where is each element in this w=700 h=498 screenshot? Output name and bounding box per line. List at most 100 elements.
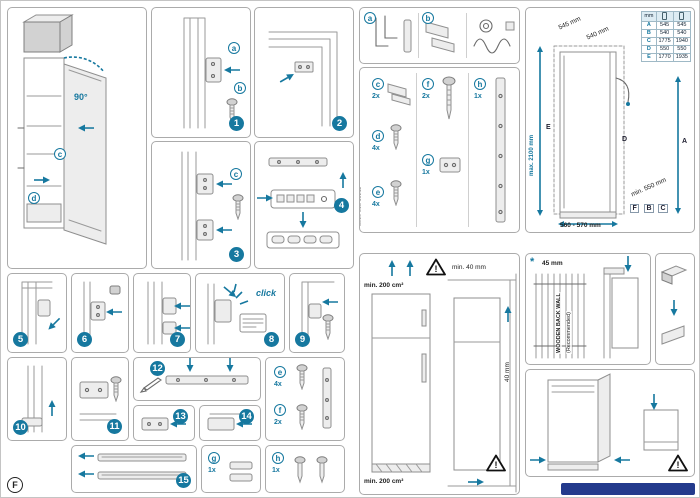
- part-badge: h: [272, 452, 284, 464]
- size-cell: 1775: [655, 36, 674, 47]
- rail-icon: [322, 367, 332, 429]
- panel-step-12: 12: [133, 357, 261, 401]
- click-label: click: [255, 288, 276, 298]
- part-badge: c: [54, 148, 66, 160]
- arrow-icon: [226, 358, 234, 372]
- bracket-fit-illustration: [141, 417, 169, 431]
- plate-icon: [439, 157, 461, 173]
- fridge-open-door-illustration: 90°: [17, 14, 107, 245]
- dim-letter-B: B: [644, 204, 655, 213]
- step-badge: 9: [295, 332, 310, 347]
- warning-icon: !: [426, 258, 446, 276]
- arrow-icon: [624, 256, 632, 272]
- part-badge: h: [474, 78, 486, 90]
- dim-letter-E: E: [546, 124, 551, 131]
- size-cell: 545: [655, 20, 674, 30]
- panel-overview: 90° c d: [7, 7, 147, 269]
- document-code: 5019 615 10211: [359, 186, 363, 226]
- panel-step-2: 2: [254, 7, 354, 138]
- part-qty: 1x: [474, 93, 482, 100]
- step-badge: 4: [334, 198, 349, 213]
- niche-width-label: 560 - 570 mm: [560, 222, 601, 229]
- door-frame-illustration: [183, 17, 222, 129]
- arrow-icon: [670, 300, 678, 316]
- step-badge: 8: [264, 332, 279, 347]
- panel-step-1: a b 1: [151, 7, 251, 138]
- screw-icon: [442, 76, 456, 120]
- arrow-icon: [186, 358, 194, 372]
- size-cell: 1935: [672, 53, 692, 63]
- part-qty: 4x: [372, 201, 380, 208]
- arrow-icon: [388, 260, 396, 276]
- bottom-vent-area-label: min. 200 cm²: [364, 478, 404, 485]
- step-badge: 10: [13, 420, 28, 435]
- final-install-illustration: [547, 373, 679, 471]
- part-qty: 2x: [372, 93, 380, 100]
- part-badge: b: [234, 82, 246, 94]
- panel-step-9: 9: [289, 273, 345, 353]
- divider: [418, 13, 419, 58]
- cover-strip-icon: [229, 461, 253, 482]
- step-badge: 14: [239, 409, 254, 424]
- arrow-icon: [504, 306, 512, 322]
- warning-icon: !: [668, 454, 688, 472]
- niche-dimensions-illustration: [537, 45, 681, 227]
- size-table-unit: mm: [641, 11, 657, 22]
- screw-icon: [296, 364, 308, 390]
- rear-gap-label: 40 mm: [504, 362, 511, 382]
- arrow-icon: [224, 66, 240, 74]
- arrow-icon: [78, 452, 94, 460]
- rail-icon: [495, 77, 506, 223]
- screw-icon: [390, 180, 402, 206]
- step-badge: 12: [150, 361, 165, 376]
- fridge-icon: [679, 12, 685, 20]
- arrow-icon: [106, 308, 122, 316]
- arrow-icon: [339, 172, 347, 188]
- panel-step-10: 10: [7, 357, 67, 441]
- size-row-label: E: [641, 53, 657, 63]
- arrow-icon: [530, 456, 546, 464]
- part-qty: 1x: [272, 467, 280, 474]
- size-cell: 540: [655, 28, 674, 38]
- arrow-icon: [223, 286, 237, 298]
- tools-illustration: [375, 15, 515, 54]
- size-cell: 540: [672, 28, 692, 38]
- plate-screws-illustration: [79, 381, 117, 421]
- divider: [468, 73, 469, 227]
- part-qty: 1x: [422, 169, 430, 176]
- panel-step-5: 5: [7, 273, 67, 353]
- fridge-icon: [662, 12, 668, 20]
- panel-step-15: 15: [71, 445, 197, 493]
- door-corner-illustration: [21, 281, 53, 345]
- part-badge: f: [422, 78, 434, 90]
- panel-step-7: 7: [133, 273, 191, 353]
- part-badge: f: [274, 404, 286, 416]
- panel-hardware-h: h 1x: [265, 445, 345, 493]
- arrow-icon: [78, 124, 94, 132]
- panel-corner-pieces: [655, 253, 695, 365]
- step-badge: 5: [13, 332, 28, 347]
- part-badge: d: [372, 130, 384, 142]
- bracket-fit-illustration: [207, 413, 241, 431]
- panel-hardware: 5019 615 10211 c 2x d 4x e 4x f 2x g 1x …: [359, 67, 520, 233]
- dim-letter-C: C: [658, 204, 669, 213]
- part-badge: a: [364, 12, 376, 24]
- panel-backwall: * 45 mm WOODEN BACK WALL (Recommended): [525, 253, 651, 365]
- arrow-icon: [257, 194, 273, 202]
- part-badge: g: [208, 452, 220, 464]
- panel-ventilation: ! ! min. 200 cm² min. 200 cm² min. 40 mm…: [359, 253, 520, 495]
- size-cell: 550: [655, 45, 674, 55]
- panel-tools: a b: [359, 7, 520, 64]
- part-badge: e: [274, 366, 286, 378]
- size-row-label: D: [641, 45, 657, 55]
- arrow-icon: [48, 400, 56, 416]
- dim-letter-F: F: [630, 204, 640, 213]
- language-badge: F: [7, 477, 23, 493]
- screw-icon: [296, 404, 308, 430]
- part-badge: c: [230, 168, 242, 180]
- backwall-subtitle: (Recommended): [566, 311, 572, 354]
- door-frame-illustration: [268, 31, 338, 127]
- arrow-icon: [174, 302, 190, 310]
